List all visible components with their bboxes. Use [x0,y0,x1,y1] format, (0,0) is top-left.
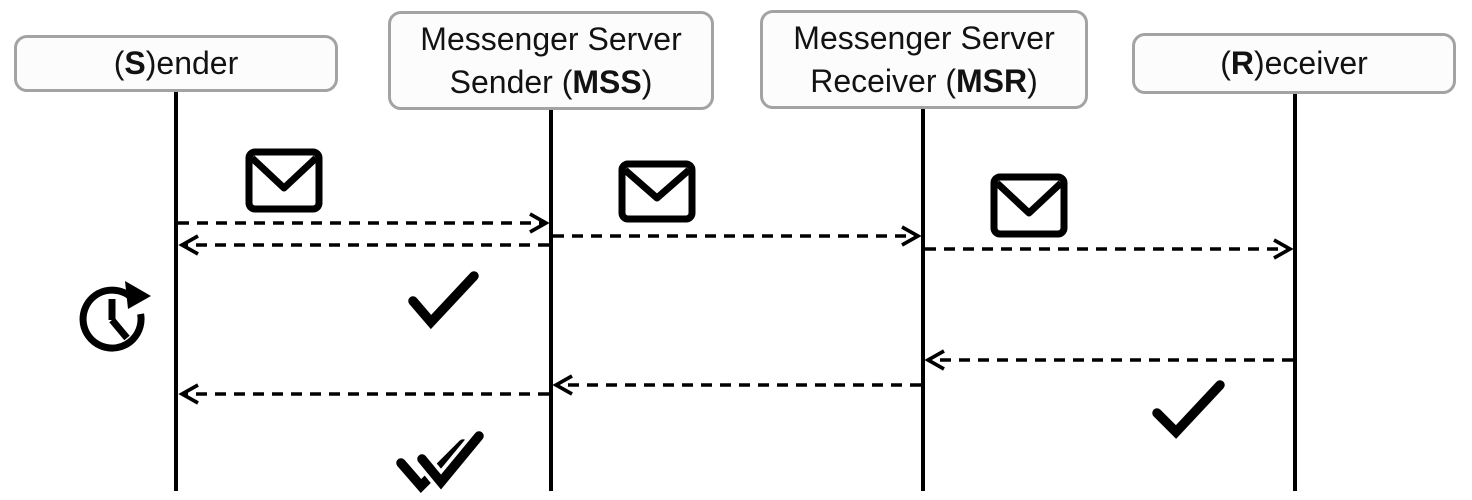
actor-box-sender: (S)ender [14,35,338,92]
single-check-icon [408,271,479,330]
actor-label-msr-line1: Messenger Server [793,19,1055,56]
actor-box-receiver: (R)eceiver [1132,33,1456,94]
actor-label-mss-line1: Messenger Server [420,20,682,57]
envelope-icon [245,148,323,213]
actor-label-receiver: (R)eceiver [1220,45,1368,82]
arrow-sender-to-mss [178,212,550,234]
actor-box-mss: Messenger Server Sender (MSS) [388,11,714,110]
arrow-msr-to-receiver [925,238,1294,260]
actor-label-sender: (S)ender [113,45,239,82]
double-check-icon [396,427,488,496]
actor-label-msr-line2: Receiver (MSR) [810,62,1038,99]
envelope-icon [618,160,696,223]
arrow-ack2-mss-to-sender [178,383,549,405]
actor-box-msr: Messenger Server Receiver (MSR) [760,10,1088,109]
arrow-mss-to-msr [553,225,922,247]
arrow-ack-msr-to-mss [552,374,921,396]
clock-circular-arrow-icon [79,281,151,352]
envelope-icon [990,173,1068,238]
single-check-icon [1152,380,1225,439]
arrow-ack-mss-to-sender [178,234,549,256]
actor-label-mss-line2: Sender (MSS) [449,63,653,100]
arrow-ack-receiver-to-msr [924,349,1293,371]
